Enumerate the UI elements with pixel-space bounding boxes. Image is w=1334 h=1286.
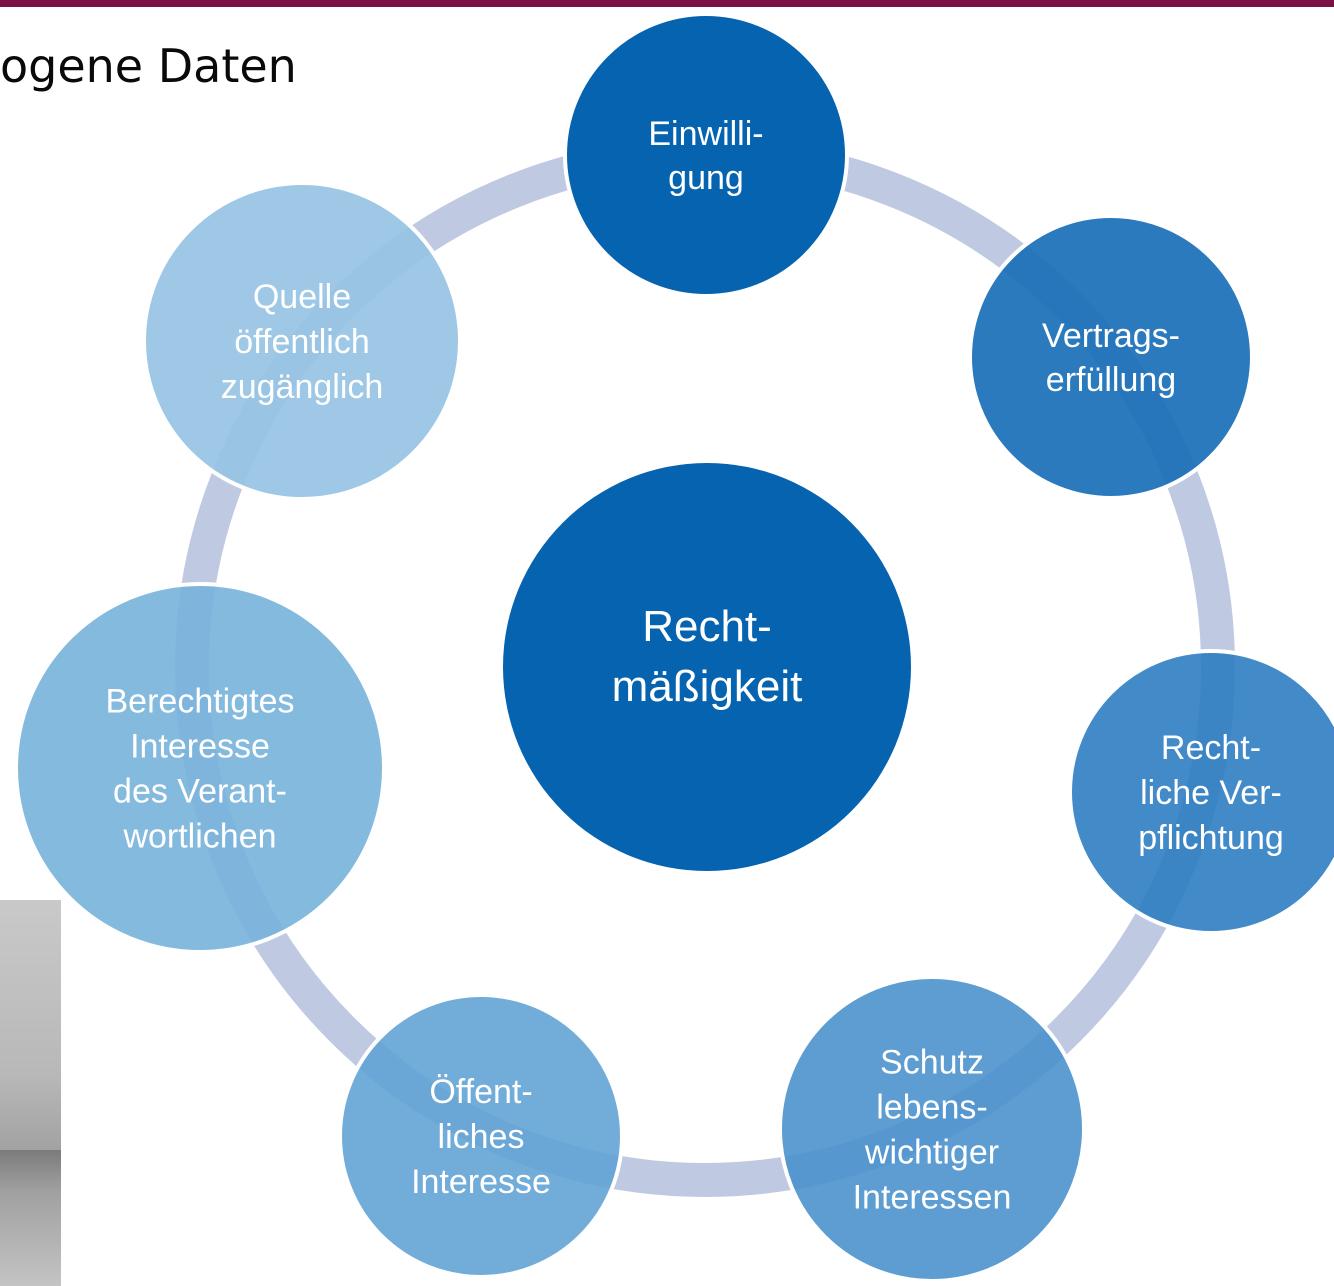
node-oeffentliches-interesse-label-line: Öffent-: [429, 1073, 532, 1111]
node-vertragserfuellung: Vertrags-erfüllung: [968, 214, 1254, 500]
node-quelle-oeffentlich: Quelle öffentlich zugänglich: [142, 181, 462, 501]
node-quelle-oeffentlich-label-line: zugänglich: [221, 368, 384, 406]
node-circle: [1068, 649, 1334, 935]
node-schutz-lebenswichtiger-interessen-label-line: wichtiger: [864, 1134, 999, 1172]
center-node: Recht-mäßigkeit: [503, 463, 911, 871]
node-berechtigtes-interesse-label-line: Interesse: [130, 728, 270, 766]
center-circle: [503, 463, 911, 871]
node-rechtliche-verpflichtung-label-line: Recht-: [1161, 729, 1261, 767]
node-rechtliche-verpflichtung-label-line: liche Ver-: [1140, 774, 1282, 812]
node-circle: [778, 975, 1086, 1283]
center-label-line: mäßigkeit: [612, 662, 803, 711]
node-oeffentliches-interesse-label-line: Interesse: [411, 1163, 551, 1201]
node-einwilligung: Einwilli-gung: [563, 12, 849, 298]
node-circle: [14, 582, 386, 954]
node-schutz-lebenswichtiger-interessen-label-line: Schutz: [880, 1044, 984, 1082]
node-circle: [142, 181, 462, 501]
node-circle: [338, 993, 624, 1279]
node-schutz-lebenswichtiger-interessen-label-line: Interessen: [853, 1179, 1012, 1217]
node-quelle-oeffentlich-label-line: öffentlich: [234, 323, 369, 361]
node-quelle-oeffentlich-label-line: Quelle: [253, 278, 351, 316]
node-schutz-lebenswichtiger-interessen-label-line: lebens-: [876, 1089, 988, 1127]
top-accent-rule: [0, 0, 1334, 7]
node-einwilligung-label-line: gung: [668, 159, 744, 197]
node-berechtigtes-interesse-label-line: wortlichen: [122, 818, 276, 856]
node-berechtigtes-interesse-label-line: Berechtigtes: [106, 683, 295, 721]
cycle-nodes: Einwilli-gungVertrags-erfüllungRecht-lic…: [14, 12, 1334, 1283]
background-photo-fragment: [0, 900, 61, 1286]
node-vertragserfuellung-label-line: erfüllung: [1046, 361, 1176, 399]
node-berechtigtes-interesse-label-line: des Verant-: [113, 773, 287, 811]
node-einwilligung-label-line: Einwilli-: [648, 115, 763, 153]
slide-title: ogene Daten: [0, 39, 297, 93]
node-rechtliche-verpflichtung-label-line: pflichtung: [1138, 819, 1284, 857]
node-circle: [968, 214, 1254, 500]
node-rechtliche-verpflichtung: Recht-liche Ver-pflichtung: [1068, 649, 1334, 935]
center-label-line: Recht-: [642, 602, 772, 651]
node-vertragserfuellung-label-line: Vertrags-: [1042, 317, 1180, 355]
node-oeffentliches-interesse-label-line: liches: [438, 1118, 525, 1156]
node-circle: [563, 12, 849, 298]
